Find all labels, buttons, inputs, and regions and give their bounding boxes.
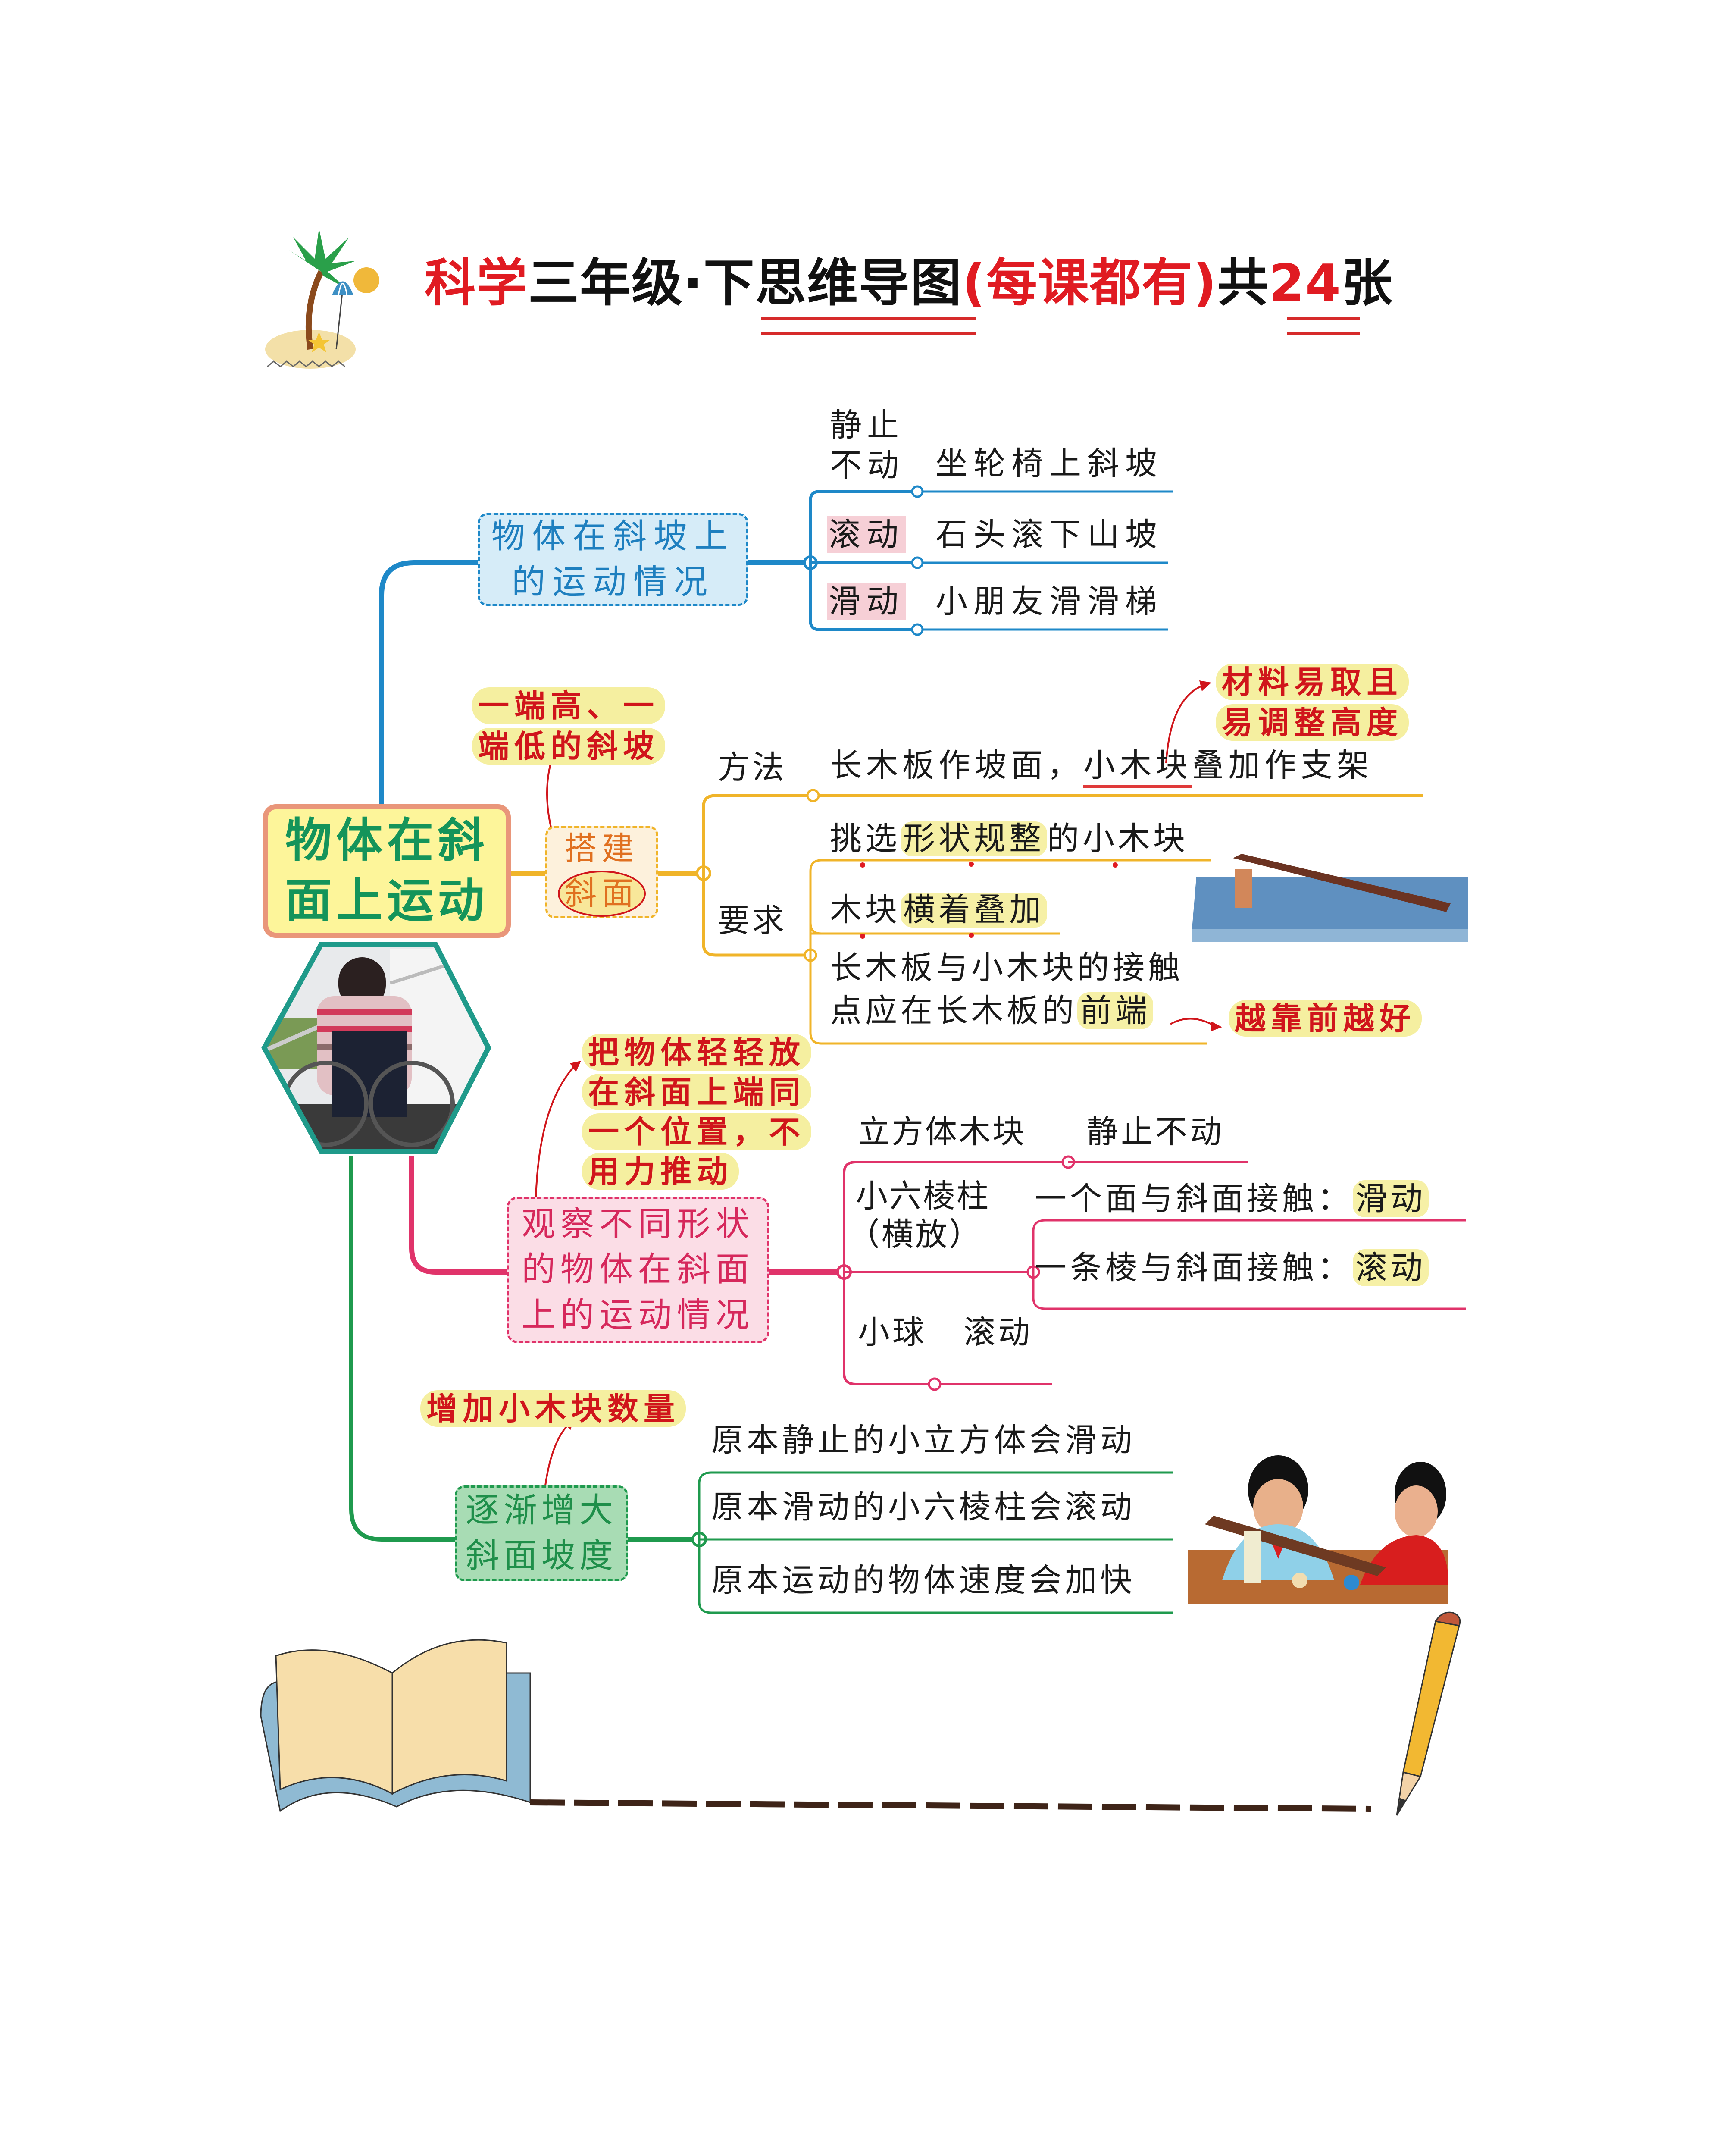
note-material: 材料易取且 易调整高度 — [1216, 662, 1409, 743]
title-count: 24 — [1269, 253, 1342, 313]
root-label-line1: 物体在斜 — [285, 813, 489, 868]
subitem-edge-contact: 一条棱与斜面接触：滚动 — [1035, 1249, 1429, 1286]
branch-increase-slope[interactable]: 逐渐增大 斜面坡度 — [455, 1485, 628, 1581]
requirement-2: 木块横着叠加 — [830, 892, 1047, 938]
branch-label-line1: 逐渐增大 — [465, 1491, 617, 1530]
title-every-lesson: (每课都有) — [962, 253, 1217, 313]
branch-label-line3: 上的运动情况 — [521, 1295, 754, 1335]
value-slide: 小朋友滑滑梯 — [935, 583, 1163, 620]
palm-island-icon — [263, 220, 418, 371]
wheelchair-ramp-photo — [261, 940, 491, 1156]
branch-label-line1: 物体在斜坡上 — [491, 517, 735, 556]
title-total-label: 共 — [1217, 253, 1269, 313]
branch-observe-shapes[interactable]: 观察不同形状 的物体在斜面 上的运动情况 — [507, 1197, 769, 1343]
title-grade: 三年级·下思维导图 — [528, 253, 962, 313]
title-double-underline-2 — [1287, 317, 1360, 335]
result-prism-rolls: 原本滑动的小六棱柱会滚动 — [711, 1489, 1135, 1526]
value-wheelchair: 坐轮椅上斜坡 — [935, 445, 1163, 482]
result-faster: 原本运动的物体速度会加快 — [711, 1562, 1135, 1599]
value-ball: 滚动 — [963, 1314, 1032, 1351]
root-label-line2: 面上运动 — [285, 874, 489, 928]
key-ball: 小球 — [858, 1314, 927, 1351]
key-hex-prism: 小六棱柱 （横放） — [848, 1178, 990, 1253]
title-subject: 科学 — [425, 253, 529, 313]
book-illustration — [260, 1639, 531, 1812]
label-method: 方法 — [718, 749, 787, 786]
branch-label-line1: 搭建 — [565, 830, 639, 867]
root-node[interactable]: 物体在斜 面上运动 — [263, 804, 511, 938]
value-stone: 石头滚下山坡 — [935, 516, 1163, 553]
note-front-end: 越靠前越好 — [1229, 998, 1422, 1039]
key-static: 静止 不动 — [830, 407, 904, 484]
result-cube-slides: 原本静止的小立方体会滑动 — [711, 1422, 1135, 1459]
key-rolling: 滚动 — [827, 516, 906, 553]
branch-build-slope[interactable]: 搭建 斜面 — [545, 826, 658, 918]
page-title: 科学三年级·下思维导图(每课都有)共24张 — [425, 241, 1393, 315]
branch-label-line1: 观察不同形状 — [521, 1205, 754, 1244]
requirement-3: 长木板与小木块的接触 点应在长木板的前端 — [830, 949, 1183, 1029]
requirement-1: 挑选形状规整的小木块 — [830, 820, 1189, 867]
ramp-illustration — [1192, 852, 1468, 942]
branch-label-line2: 的物体在斜面 — [521, 1250, 754, 1289]
note-placement: 把物体轻轻放 在斜面上端同 一个位置，不 用力推动 — [582, 1033, 812, 1192]
value-cube: 静止不动 — [1086, 1113, 1224, 1150]
subitem-face-contact: 一个面与斜面接触：滑动 — [1035, 1180, 1429, 1217]
branch-label-line2: 的运动情况 — [511, 562, 714, 602]
branch-motion-on-slope[interactable]: 物体在斜坡上 的运动情况 — [478, 513, 748, 606]
pencil-illustration — [1396, 1611, 1461, 1816]
branch-label-line2: 斜面坡度 — [465, 1536, 617, 1575]
title-unit: 张 — [1341, 253, 1393, 313]
title-double-underline-1 — [761, 317, 976, 335]
key-sliding: 滑动 — [827, 583, 906, 620]
label-requirements: 要求 — [718, 902, 787, 939]
branch-label-line2: 斜面 — [558, 870, 646, 917]
note-slope-definition: 一端高、一 端低的斜坡 — [472, 686, 666, 766]
note-add-blocks: 增加小木块数量 — [420, 1388, 686, 1429]
children-experiment-photo — [1188, 1438, 1448, 1604]
method-value: 长木板作坡面，小木块叠加作支架 — [830, 747, 1373, 788]
key-cube: 立方体木块 — [858, 1113, 1026, 1150]
